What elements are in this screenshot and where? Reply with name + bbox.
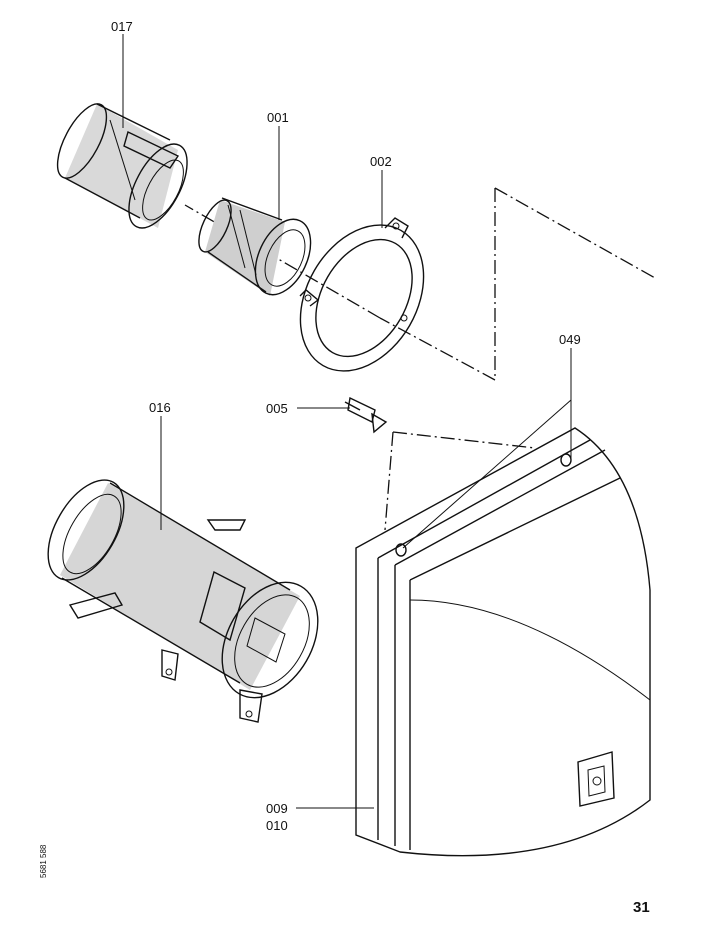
label-010: 010 <box>266 818 288 833</box>
label-001: 001 <box>267 110 289 125</box>
label-049: 049 <box>559 332 581 347</box>
label-005: 005 <box>266 401 288 416</box>
part-009-010-casing <box>355 427 651 857</box>
label-016: 016 <box>149 400 171 415</box>
leader-lines <box>122 34 572 809</box>
label-017: 017 <box>111 19 133 34</box>
part-001-insert <box>198 197 312 296</box>
page-number: 31 <box>633 899 650 916</box>
part-005-electrode <box>344 396 388 434</box>
part-017-sleeve <box>56 103 188 229</box>
part-016-housing <box>47 479 319 723</box>
drawing-code: 5681 588 <box>39 844 48 878</box>
label-009: 009 <box>266 801 288 816</box>
label-002: 002 <box>370 154 392 169</box>
part-002-gasket <box>299 217 425 372</box>
